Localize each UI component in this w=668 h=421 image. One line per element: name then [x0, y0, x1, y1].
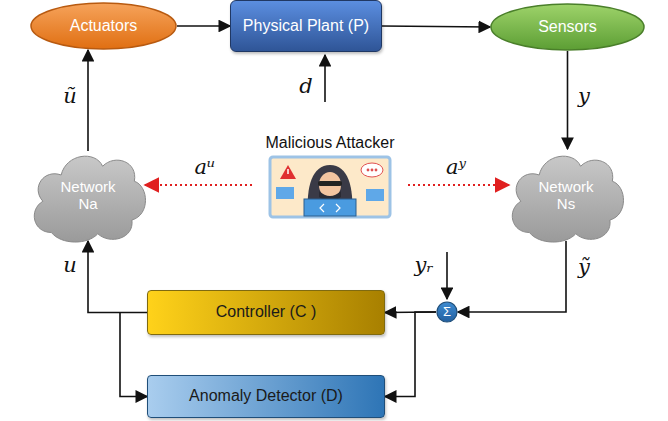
actuator-ellipse: Actuators — [30, 2, 177, 50]
signal-arrow — [385, 312, 436, 397]
signal-arrow — [88, 241, 147, 313]
signal-arrow — [458, 241, 566, 312]
plant-box: Physical Plant (P) — [230, 0, 382, 52]
signal-label: y — [576, 85, 592, 108]
summing-junction: Σ — [436, 301, 458, 323]
reference-label: yᵣ — [412, 254, 435, 277]
attack-arrow — [145, 184, 252, 186]
detector-box: Anomaly Detector (D) — [147, 375, 385, 418]
reference-wire — [446, 252, 448, 299]
signal-label: aʸ — [444, 156, 468, 179]
signal-arrow — [382, 26, 490, 27]
signal-label: ỹ — [576, 256, 592, 279]
signal-arrow — [177, 25, 230, 27]
disturbance-label: d — [297, 75, 314, 98]
signal-arrow — [87, 50, 89, 151]
sensor-ellipse: Sensors — [490, 3, 645, 51]
node-label: Sensors — [538, 18, 597, 36]
node-label: Controller (C ) — [216, 303, 316, 321]
node-label: Anomaly Detector (D) — [189, 387, 343, 405]
node-label: Σ — [443, 305, 451, 320]
attack-arrow — [408, 184, 509, 186]
node-label: Physical Plant (P) — [243, 17, 369, 35]
controller-box: Controller (C ) — [147, 290, 385, 335]
signal-label: ũ — [61, 85, 79, 108]
signal-arrow — [120, 313, 147, 397]
node-label: Network Na — [52, 178, 124, 213]
signal-arrow — [567, 51, 569, 149]
network-cloud: Network Ns — [505, 145, 627, 245]
node-label: Malicious Attacker — [266, 134, 395, 152]
signal-label: aᵘ — [193, 156, 218, 179]
node-label: Actuators — [70, 17, 138, 35]
signal-label: u — [61, 254, 79, 277]
node-label: Network Ns — [530, 178, 602, 213]
network-cloud: Network Na — [27, 145, 149, 245]
disturbance-wire — [324, 55, 326, 102]
attacker-picture: Malicious Attacker — [252, 133, 408, 218]
